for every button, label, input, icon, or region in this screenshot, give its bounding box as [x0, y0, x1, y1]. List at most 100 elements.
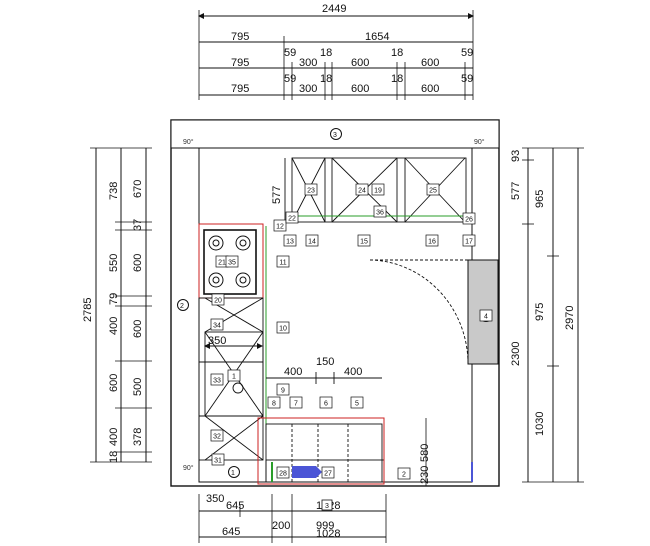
- item-tag-label: 11: [279, 260, 286, 267]
- dim-right-1030: 1030: [534, 412, 546, 436]
- item-tag-box: [397, 467, 411, 480]
- item-tag-label: 15: [360, 239, 368, 246]
- item-tag-label: 16: [428, 239, 436, 246]
- item-tag-box: [211, 293, 225, 306]
- dim-left-738: 738: [108, 182, 120, 200]
- angle-top-left: 90°: [183, 138, 194, 146]
- item-tag-box: [210, 373, 224, 386]
- item-tag-box: [426, 183, 440, 196]
- item-tag-label: 36: [376, 210, 384, 217]
- item-tag-label: 13: [286, 239, 294, 246]
- dim-row2-b: 1654: [365, 31, 389, 43]
- item-tag-box: [289, 396, 303, 409]
- dim-inner-350: 350: [208, 335, 226, 347]
- bottom-dimensions: [198, 494, 387, 543]
- dim-left-400a: 400: [108, 317, 120, 335]
- dim-right-outer: 2970: [564, 306, 576, 330]
- dim-row2-a: 795: [231, 31, 249, 43]
- item-tag-box: [283, 234, 297, 247]
- dim-left-600b: 600: [132, 254, 144, 272]
- dim-left-79: 79: [108, 293, 120, 305]
- item-tag-label: 25: [429, 188, 437, 195]
- item-tag-label: 19: [374, 188, 382, 195]
- sink-blue: [292, 466, 316, 478]
- item-tag-box: [276, 321, 290, 334]
- item-tag-label: 12: [276, 224, 284, 231]
- item-tag-box: [211, 453, 225, 466]
- bottom-outline-red: [257, 417, 385, 485]
- dim-gap-18b: 18: [391, 47, 403, 59]
- dim-left-378: 378: [132, 428, 144, 446]
- item-tag-label: 8: [272, 401, 276, 408]
- dim-inner-150: 150: [316, 356, 334, 368]
- item-tag-label: 17: [465, 239, 473, 246]
- item-tag-label: 14: [308, 239, 316, 246]
- item-tag-box: [462, 212, 476, 225]
- item-tag-label: 23: [307, 188, 315, 195]
- item-tag-label: 28: [279, 471, 287, 478]
- dim-gap-59a: 59: [284, 47, 296, 59]
- dim-row4-b: 300: [299, 83, 317, 95]
- item-tag-label: 1: [232, 374, 236, 381]
- dim-right-2300: 2300: [510, 342, 522, 366]
- item-tag-label: 22: [288, 216, 296, 223]
- wall-1-marker: [228, 466, 240, 478]
- dim-gap-18a: 18: [320, 47, 332, 59]
- dim-gap-59b: 59: [461, 47, 473, 59]
- sink-blue-arrow: [316, 466, 322, 478]
- item-tag-box: [319, 396, 333, 409]
- item-tag-box: [355, 183, 369, 196]
- item-tag-box: [210, 318, 224, 331]
- item-tag-label: 6: [324, 401, 328, 408]
- item-tag-label: 31: [214, 458, 222, 465]
- dim-right-975: 975: [534, 303, 546, 321]
- dim-inner-230: 230: [419, 466, 431, 484]
- item-tag-label: 21: [218, 260, 226, 267]
- wall-3-label: 3: [333, 132, 337, 139]
- cooktop: [203, 229, 257, 295]
- item-tag-box: [479, 309, 493, 322]
- item-tag-box: [227, 369, 241, 382]
- item-tag-box: [425, 234, 439, 247]
- dim-bottom-645a: 645: [226, 500, 244, 512]
- dim-gap-18c: 18: [391, 73, 403, 85]
- item-tag-box: [462, 234, 476, 247]
- item-tag-box: [321, 466, 335, 479]
- dim-left-600c: 600: [132, 320, 144, 338]
- item-tag-box: [276, 383, 290, 396]
- item-tag-label: 27: [324, 471, 332, 478]
- dim-gap-59d: 59: [461, 73, 473, 85]
- item-tag-label: 4: [484, 314, 488, 321]
- item-tag-box: [357, 234, 371, 247]
- dim-row3-d: 600: [421, 57, 439, 69]
- item-tag-label: 5: [355, 401, 359, 408]
- dim-right-965: 965: [534, 190, 546, 208]
- dim-right-577: 577: [510, 182, 522, 200]
- inner-dim-lines: [266, 372, 382, 384]
- item-tag-label: 26: [465, 217, 473, 224]
- right-tall-unit: [467, 259, 499, 365]
- item-tag-label: 35: [228, 260, 236, 267]
- right-dimensions: [522, 147, 584, 483]
- item-tag-box: [373, 205, 387, 218]
- dim-left-18: 18: [108, 451, 120, 463]
- item-tag-box: [371, 183, 385, 196]
- dim-gap-18d: 18: [320, 73, 332, 85]
- dim-row4-c: 600: [351, 83, 369, 95]
- dim-bottom-200: 200: [272, 520, 290, 532]
- item-tag-box: [285, 211, 299, 224]
- dim-left-400b: 400: [108, 428, 120, 446]
- dim-bottom-645b: 645: [222, 526, 240, 538]
- dim-row3-c: 600: [351, 57, 369, 69]
- wall-3b-box: [321, 499, 333, 511]
- angle-top-right: 90°: [474, 138, 485, 146]
- dim-left-670: 670: [132, 180, 144, 198]
- dim-total-width: 2449: [322, 3, 346, 15]
- item-tag-box: [273, 219, 287, 232]
- dim-upper-577: 577: [271, 186, 283, 204]
- dim-left-500: 500: [132, 378, 144, 396]
- item-tag-label: 24: [358, 188, 366, 195]
- dim-left-outer: 2785: [82, 298, 94, 322]
